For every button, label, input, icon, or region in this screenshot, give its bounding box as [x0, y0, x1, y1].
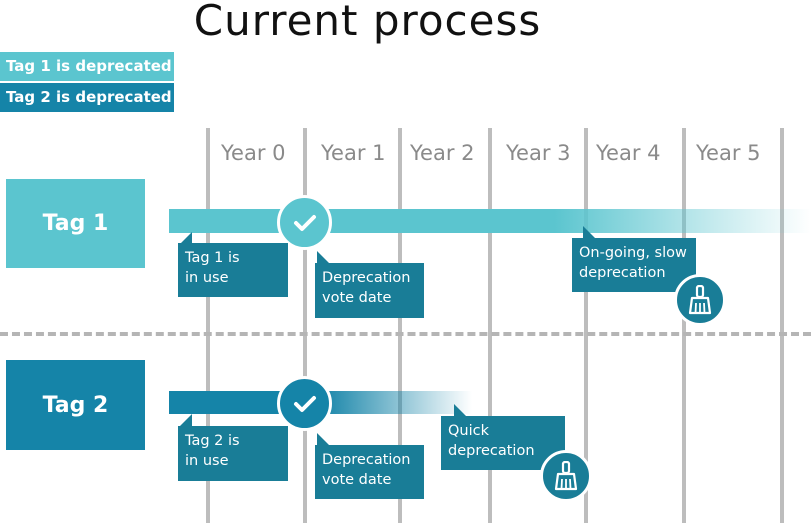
callout-pointer — [454, 404, 466, 416]
tag1-end-milestone — [674, 274, 726, 326]
year-line-1 — [303, 128, 307, 523]
year-label-2: Year 2 — [410, 141, 475, 165]
check-icon — [293, 395, 316, 412]
callout-pointer — [180, 232, 192, 244]
year-label-4: Year 4 — [596, 141, 661, 165]
callout-pointer — [317, 433, 329, 445]
year-line-3 — [488, 128, 492, 523]
year-line-5 — [682, 128, 686, 523]
callout-pointer — [180, 414, 192, 426]
page-title: Current process — [193, 0, 542, 45]
year-label-5: Year 5 — [696, 141, 761, 165]
tag1-milestone — [277, 195, 332, 250]
legend-item-tag1: Tag 1 is deprecated — [0, 52, 174, 81]
callout-pointer — [583, 226, 595, 238]
tag2-end-milestone — [540, 450, 592, 502]
tag2-in-use-callout: Tag 2 is in use — [178, 426, 288, 481]
tag1-vote-callout: Deprecation vote date — [315, 263, 424, 318]
broom-icon — [554, 461, 578, 491]
tag2-label: Tag 2 — [42, 392, 109, 418]
year-line-4 — [584, 128, 588, 523]
year-line-6 — [780, 128, 784, 523]
broom-icon — [688, 285, 712, 315]
tag1-box: Tag 1 — [6, 179, 145, 268]
tag1-label: Tag 1 — [42, 211, 109, 236]
tag1-in-use-callout: Tag 1 is in use — [178, 243, 288, 297]
callout-pointer — [317, 251, 329, 263]
check-icon — [293, 214, 316, 231]
tag2-vote-callout: Deprecation vote date — [315, 445, 424, 499]
tag2-milestone — [277, 376, 332, 431]
legend-item-tag2: Tag 2 is deprecated — [0, 83, 174, 112]
year-label-3: Year 3 — [506, 141, 571, 165]
tag1-timeline-bar — [169, 209, 811, 233]
tag1-slow-deprecation-callout: On-going, slow deprecation — [572, 238, 696, 292]
year-line-2 — [398, 128, 402, 523]
year-label-1: Year 1 — [321, 141, 386, 165]
year-line-0 — [206, 128, 210, 523]
row-divider — [0, 332, 811, 336]
tag2-box: Tag 2 — [6, 360, 145, 450]
year-label-0: Year 0 — [221, 141, 286, 165]
